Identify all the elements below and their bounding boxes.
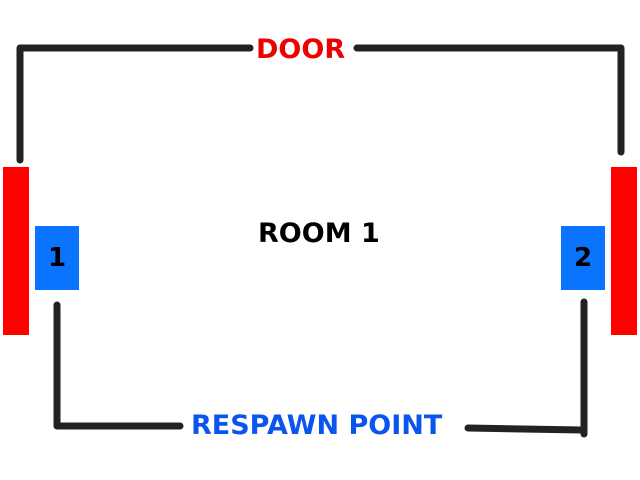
bottom-wall-left	[53, 301, 184, 430]
top-wall-left	[16, 44, 254, 164]
room-title: ROOM 1	[258, 218, 380, 249]
top-wall-right	[353, 44, 625, 156]
door-left	[3, 167, 29, 335]
spawn-point-1: 1	[35, 226, 79, 290]
respawn-point-label: RESPAWN POINT	[191, 410, 443, 441]
door-label: DOOR	[256, 34, 346, 65]
door-right	[611, 167, 637, 335]
spawn-point-2-label: 2	[573, 243, 593, 273]
bottom-wall-right	[464, 424, 586, 434]
spawn-point-2: 2	[561, 226, 605, 290]
spawn-point-1-label: 1	[47, 243, 67, 273]
